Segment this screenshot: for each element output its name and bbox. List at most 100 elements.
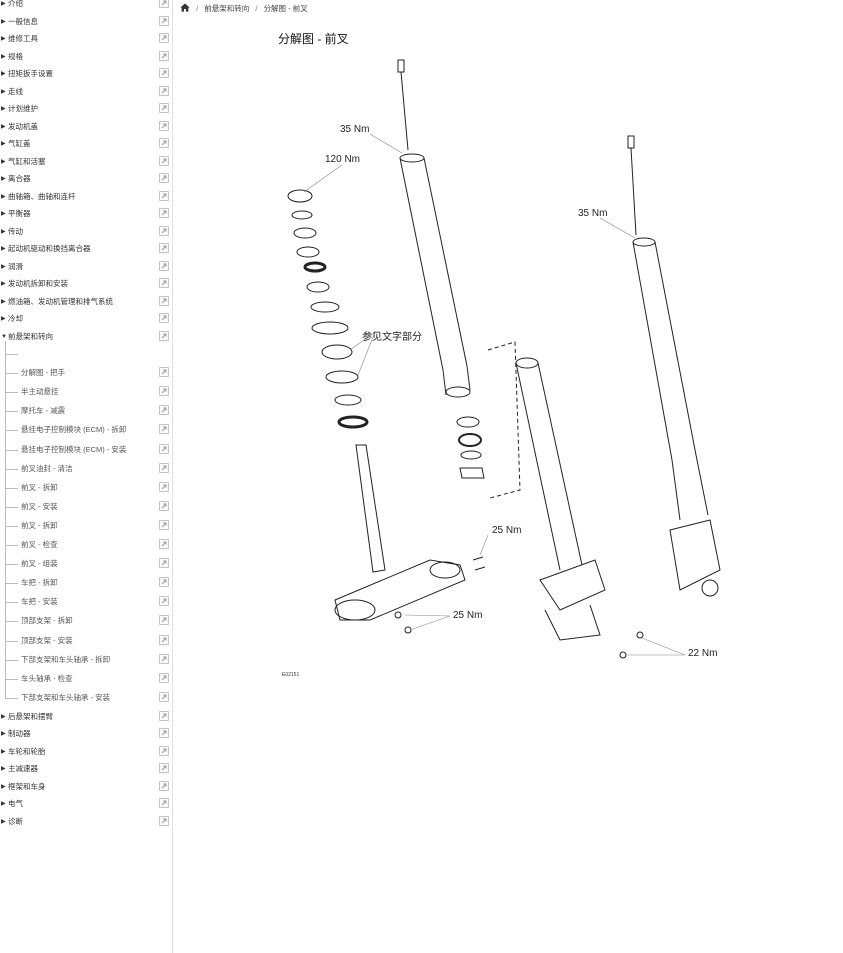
home-icon[interactable] <box>180 3 192 14</box>
external-link-icon[interactable] <box>159 443 169 454</box>
external-link-icon[interactable] <box>159 348 169 358</box>
callout-25nm-lower: 25 Nm <box>453 610 482 621</box>
page-title: 分解图 - 前叉 <box>278 32 349 46</box>
external-link-icon[interactable] <box>159 710 169 721</box>
external-link-icon[interactable] <box>159 672 169 683</box>
caret-right-icon[interactable]: ▶ <box>1 263 6 270</box>
external-link-icon[interactable] <box>159 519 169 530</box>
external-link-icon[interactable] <box>159 539 169 549</box>
external-link-icon[interactable] <box>159 278 169 288</box>
caret-right-icon[interactable]: ▶ <box>1 211 6 217</box>
tree-branch <box>5 449 18 451</box>
breadcrumb-link[interactable]: 前悬架和转向 <box>204 4 250 13</box>
caret-right-icon[interactable]: ▶ <box>1 246 6 252</box>
external-link-icon[interactable] <box>159 634 169 645</box>
caret-right-icon[interactable]: ▶ <box>1 88 6 95</box>
external-link-icon[interactable] <box>159 424 169 435</box>
sidebar-item-label: 下部支架和车头轴承 - 拆卸 <box>21 654 111 664</box>
sidebar-item-label: 前叉 - 拆卸 <box>21 482 58 492</box>
tree-branch <box>5 525 18 527</box>
external-link-icon[interactable] <box>159 405 169 416</box>
sidebar-item-label: 传动 <box>8 226 23 236</box>
external-link-icon[interactable] <box>159 50 169 61</box>
external-link-icon[interactable] <box>159 798 169 809</box>
caret-right-icon[interactable]: ▶ <box>1 193 6 200</box>
external-link-icon[interactable] <box>159 225 169 236</box>
sidebar-item-label: 顶部支架 - 安装 <box>21 635 73 645</box>
external-link-icon[interactable] <box>159 691 169 702</box>
sidebar-item-label: 主减速器 <box>8 764 38 774</box>
caret-right-icon[interactable]: ▶ <box>1 123 6 130</box>
external-link-icon[interactable] <box>159 190 169 201</box>
external-link-icon[interactable] <box>159 763 169 774</box>
callout-leaders <box>303 133 686 656</box>
tree-branch <box>5 373 18 375</box>
caret-down-icon[interactable]: ▼ <box>1 333 7 340</box>
caret-right-icon[interactable]: ▶ <box>1 766 6 773</box>
external-link-icon[interactable] <box>159 596 169 607</box>
external-link-icon[interactable] <box>159 780 169 791</box>
external-link-icon[interactable] <box>159 68 169 78</box>
caret-right-icon[interactable]: ▶ <box>1 316 6 322</box>
external-link-icon[interactable] <box>159 815 169 826</box>
external-link-icon[interactable] <box>159 155 169 166</box>
external-link-icon[interactable] <box>159 208 169 218</box>
external-link-icon[interactable] <box>159 313 169 323</box>
left-fork-assembly <box>397 59 521 499</box>
external-link-icon[interactable] <box>159 462 169 473</box>
caret-right-icon[interactable]: ▶ <box>1 106 6 112</box>
caret-right-icon[interactable]: ▶ <box>1 818 6 825</box>
caret-right-icon[interactable]: ▶ <box>1 18 6 25</box>
sidebar-item-label: 计划维护 <box>8 104 38 113</box>
external-link-icon[interactable] <box>159 728 169 739</box>
breadcrumb-separator: / <box>255 4 258 13</box>
external-link-icon[interactable] <box>159 0 169 8</box>
external-link-icon[interactable] <box>159 577 169 588</box>
caret-right-icon[interactable]: ▶ <box>1 158 6 165</box>
external-link-icon[interactable] <box>159 367 169 378</box>
external-link-icon[interactable] <box>159 15 169 26</box>
external-link-icon[interactable] <box>159 295 169 306</box>
caret-right-icon[interactable]: ▶ <box>1 713 6 720</box>
caret-right-icon[interactable]: ▶ <box>1 281 6 287</box>
external-link-icon[interactable] <box>159 745 169 756</box>
external-link-icon[interactable] <box>159 173 169 183</box>
external-link-icon[interactable] <box>159 653 169 664</box>
external-link-icon[interactable] <box>159 138 169 148</box>
tree-branch <box>5 545 18 546</box>
caret-right-icon[interactable]: ▶ <box>1 53 6 60</box>
tree-branch <box>5 678 18 680</box>
caret-right-icon[interactable]: ▶ <box>1 36 6 42</box>
caret-right-icon[interactable]: ▶ <box>1 1 6 7</box>
callout-25nm-upper: 25 Nm <box>492 525 521 536</box>
caret-right-icon[interactable]: ▶ <box>1 783 6 790</box>
external-link-icon[interactable] <box>159 243 169 253</box>
external-link-icon[interactable] <box>159 260 169 271</box>
sidebar-item-label: 发动机拆卸和安装 <box>8 279 68 288</box>
caret-right-icon[interactable]: ▶ <box>1 228 6 235</box>
external-link-icon[interactable] <box>159 481 169 492</box>
external-link-icon[interactable] <box>159 500 169 511</box>
callout-22nm: 22 Nm <box>688 648 717 659</box>
caret-right-icon[interactable]: ▶ <box>1 748 6 755</box>
sidebar-item-label: 前悬架和转向 <box>8 331 53 341</box>
sidebar-item-label: 顶部支架 - 拆卸 <box>21 616 73 626</box>
tree-branch <box>5 506 18 508</box>
external-link-icon[interactable] <box>159 33 169 43</box>
caret-right-icon[interactable]: ▶ <box>1 731 6 738</box>
external-link-icon[interactable] <box>159 386 169 397</box>
caret-right-icon[interactable]: ▶ <box>1 801 6 808</box>
external-link-icon[interactable] <box>159 558 169 569</box>
external-link-icon[interactable] <box>159 103 169 113</box>
caret-right-icon[interactable]: ▶ <box>1 71 6 77</box>
caret-right-icon[interactable]: ▶ <box>1 141 6 147</box>
sidebar-item-label: 介绍 <box>8 0 23 8</box>
external-link-icon[interactable] <box>159 330 169 341</box>
sidebar-item-label: 诊断 <box>8 816 23 826</box>
external-link-icon[interactable] <box>159 85 169 96</box>
external-link-icon[interactable] <box>159 120 169 131</box>
sidebar-item-label: 发动机盖 <box>8 121 38 131</box>
caret-right-icon[interactable]: ▶ <box>1 176 6 182</box>
external-link-icon[interactable] <box>159 615 169 626</box>
caret-right-icon[interactable]: ▶ <box>1 298 6 305</box>
